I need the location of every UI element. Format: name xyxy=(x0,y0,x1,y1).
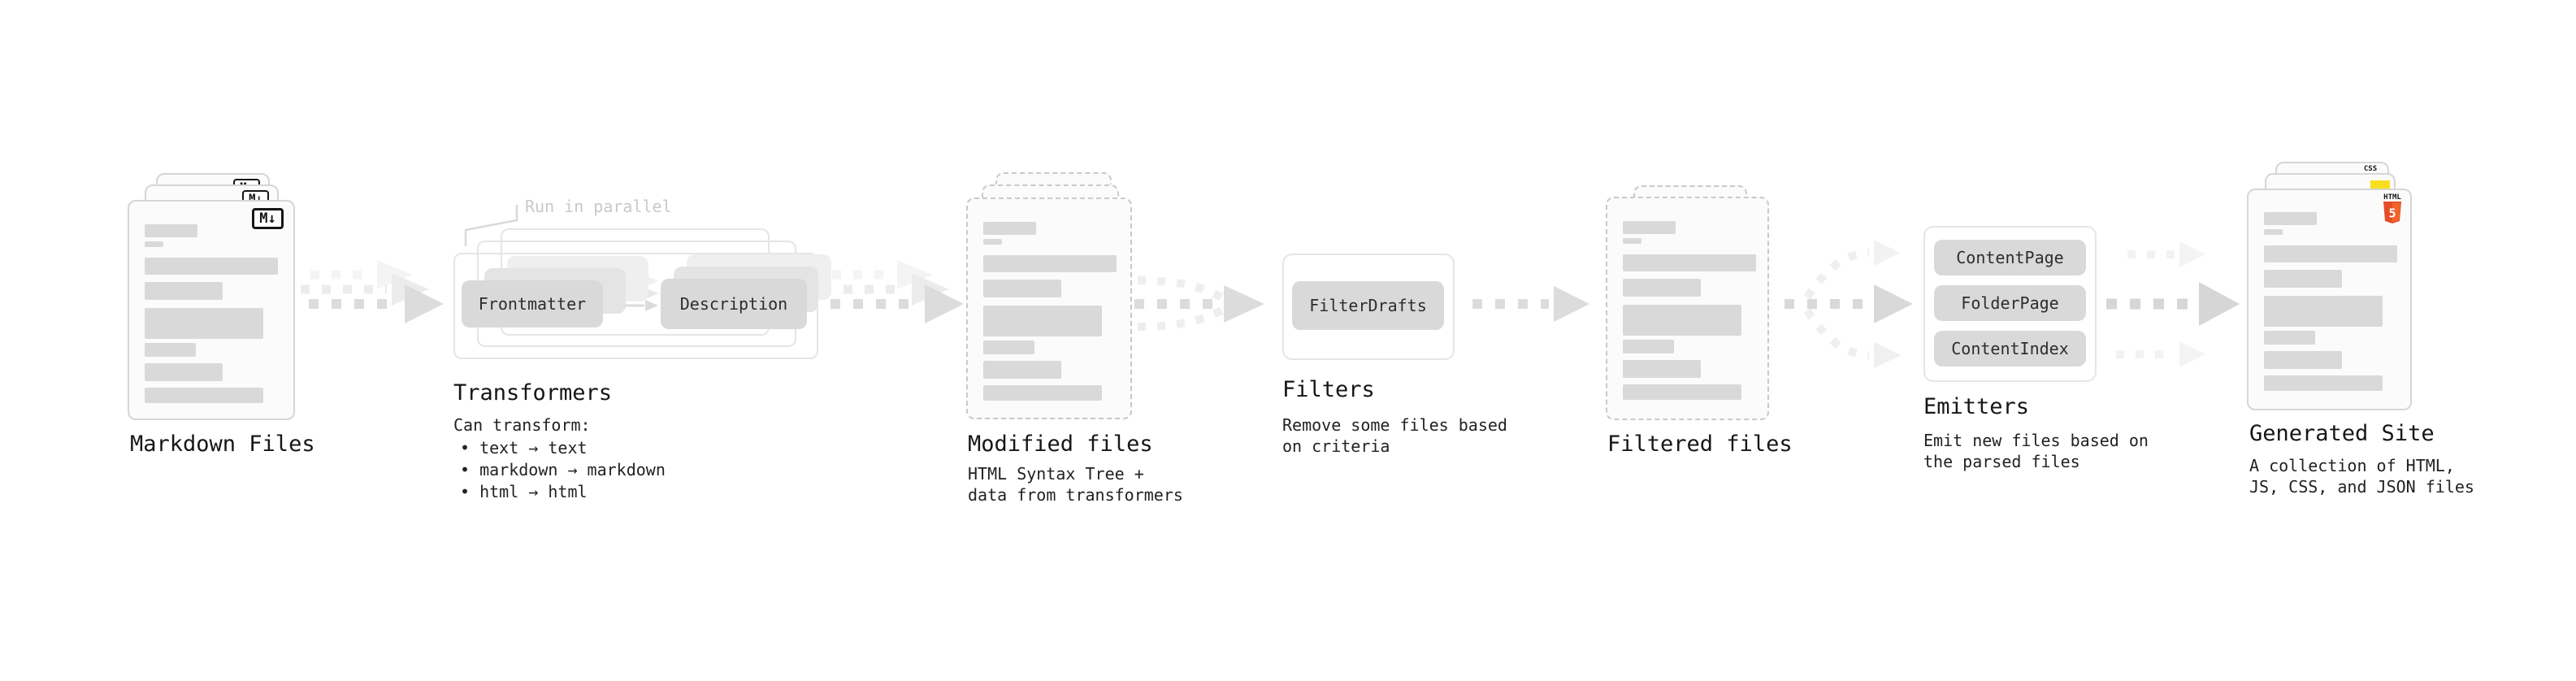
folder-page-chip: FolderPage xyxy=(1934,285,2086,321)
placeholder-bar xyxy=(145,388,263,403)
placeholder-bar xyxy=(1623,360,1701,378)
placeholder-bar xyxy=(1623,254,1756,271)
placeholder-bar xyxy=(145,224,197,237)
filters-description: Remove some files based on criteria xyxy=(1282,414,1507,457)
svg-text:5: 5 xyxy=(2388,206,2396,221)
filtered-file-page-front xyxy=(1606,197,1769,420)
placeholder-bar xyxy=(1623,238,1641,244)
transformers-capabilities-list: • text → text • markdown → markdown • ht… xyxy=(460,437,666,503)
modified-files-label: Modified files xyxy=(968,432,1153,457)
placeholder-bar xyxy=(1623,221,1676,234)
placeholder-bar xyxy=(2264,270,2342,288)
description-line: data from transformers xyxy=(968,485,1183,505)
emitters-description: Emit new files based on the parsed files xyxy=(1923,430,2149,472)
flow-arrow-transformers-to-modified xyxy=(822,260,964,323)
placeholder-bar xyxy=(1623,305,1741,336)
filtered-files-label: Filtered files xyxy=(1607,432,1793,457)
flow-arrow-modified-to-filters xyxy=(1134,276,1264,331)
capability-item: • text → text xyxy=(460,438,588,458)
placeholder-bar xyxy=(2264,331,2315,345)
description-line: Remove some files based xyxy=(1282,415,1507,435)
frontmatter-chip: Frontmatter xyxy=(462,280,603,327)
document-placeholder-lines xyxy=(145,224,278,403)
placeholder-bar xyxy=(2264,351,2342,369)
generated-site-description: A collection of HTML, JS, CSS, and JSON … xyxy=(2249,455,2474,497)
description-line: A collection of HTML, xyxy=(2249,456,2455,475)
description-line: HTML Syntax Tree + xyxy=(968,464,1144,484)
content-index-chip: ContentIndex xyxy=(1934,331,2086,367)
placeholder-bar xyxy=(2264,212,2317,225)
placeholder-bar xyxy=(1623,279,1701,297)
content-page-chip: ContentPage xyxy=(1934,240,2086,275)
placeholder-bar xyxy=(145,363,223,381)
placeholder-bar xyxy=(145,258,278,275)
modified-file-page-front xyxy=(966,197,1132,419)
placeholder-bar xyxy=(1623,384,1741,400)
placeholder-bar xyxy=(2264,245,2397,262)
html5-shield: 5 xyxy=(2383,202,2401,223)
flow-arrow-markdown-to-transformers xyxy=(301,260,444,323)
markdown-files-label: Markdown Files xyxy=(130,432,315,457)
html5-icon-text: HTML xyxy=(2383,193,2401,202)
site-page-html: HTML 5 xyxy=(2247,189,2412,410)
description-line: the parsed files xyxy=(1923,452,2080,471)
document-placeholder-lines xyxy=(1623,221,1756,400)
generated-site-label: Generated Site xyxy=(2249,421,2435,446)
transformers-description-title: Can transform: xyxy=(453,415,591,435)
capability-item: • markdown → markdown xyxy=(460,460,666,479)
flow-arrow-filtered-to-emitters xyxy=(1785,240,1913,368)
run-in-parallel-annotation: Run in parallel xyxy=(525,197,672,216)
document-placeholder-lines xyxy=(983,222,1117,401)
document-placeholder-lines xyxy=(2264,212,2397,391)
markdown-file-page-front: M↓ xyxy=(128,200,295,420)
markdown-icon: M↓ xyxy=(252,208,284,229)
placeholder-bar xyxy=(145,282,223,300)
placeholder-bar xyxy=(2264,229,2283,235)
placeholder-bar xyxy=(983,239,1002,245)
description-line: on criteria xyxy=(1282,436,1390,456)
placeholder-bar xyxy=(983,385,1102,401)
placeholder-bar xyxy=(145,241,163,247)
capability-item: • html → html xyxy=(460,482,588,501)
description-line: JS, CSS, and JSON files xyxy=(2249,477,2474,497)
modified-files-description: HTML Syntax Tree + data from transformer… xyxy=(968,463,1183,505)
html5-icon: HTML 5 xyxy=(2383,194,2402,223)
css-icon-text: CSS xyxy=(2363,165,2378,173)
flow-arrow-emitters-to-site xyxy=(2106,241,2240,367)
placeholder-bar xyxy=(983,255,1117,272)
placeholder-bar xyxy=(983,222,1036,235)
emitters-label: Emitters xyxy=(1923,394,2030,419)
js-icon xyxy=(2370,180,2390,190)
placeholder-bar xyxy=(983,340,1034,354)
placeholder-bar xyxy=(983,361,1061,379)
description-line: Emit new files based on xyxy=(1923,431,2149,450)
transformers-label: Transformers xyxy=(453,380,613,406)
placeholder-bar xyxy=(145,308,263,339)
flow-arrow-filters-to-filtered xyxy=(1472,286,1589,322)
placeholder-bar xyxy=(145,343,196,357)
placeholder-bar xyxy=(983,306,1102,336)
placeholder-bar xyxy=(983,280,1061,297)
filters-label: Filters xyxy=(1282,377,1375,402)
placeholder-bar xyxy=(1623,340,1674,354)
placeholder-bar xyxy=(2264,375,2383,391)
description-chip: Description xyxy=(661,279,807,329)
placeholder-bar xyxy=(2264,296,2383,327)
filter-drafts-chip: FilterDrafts xyxy=(1292,281,1444,330)
